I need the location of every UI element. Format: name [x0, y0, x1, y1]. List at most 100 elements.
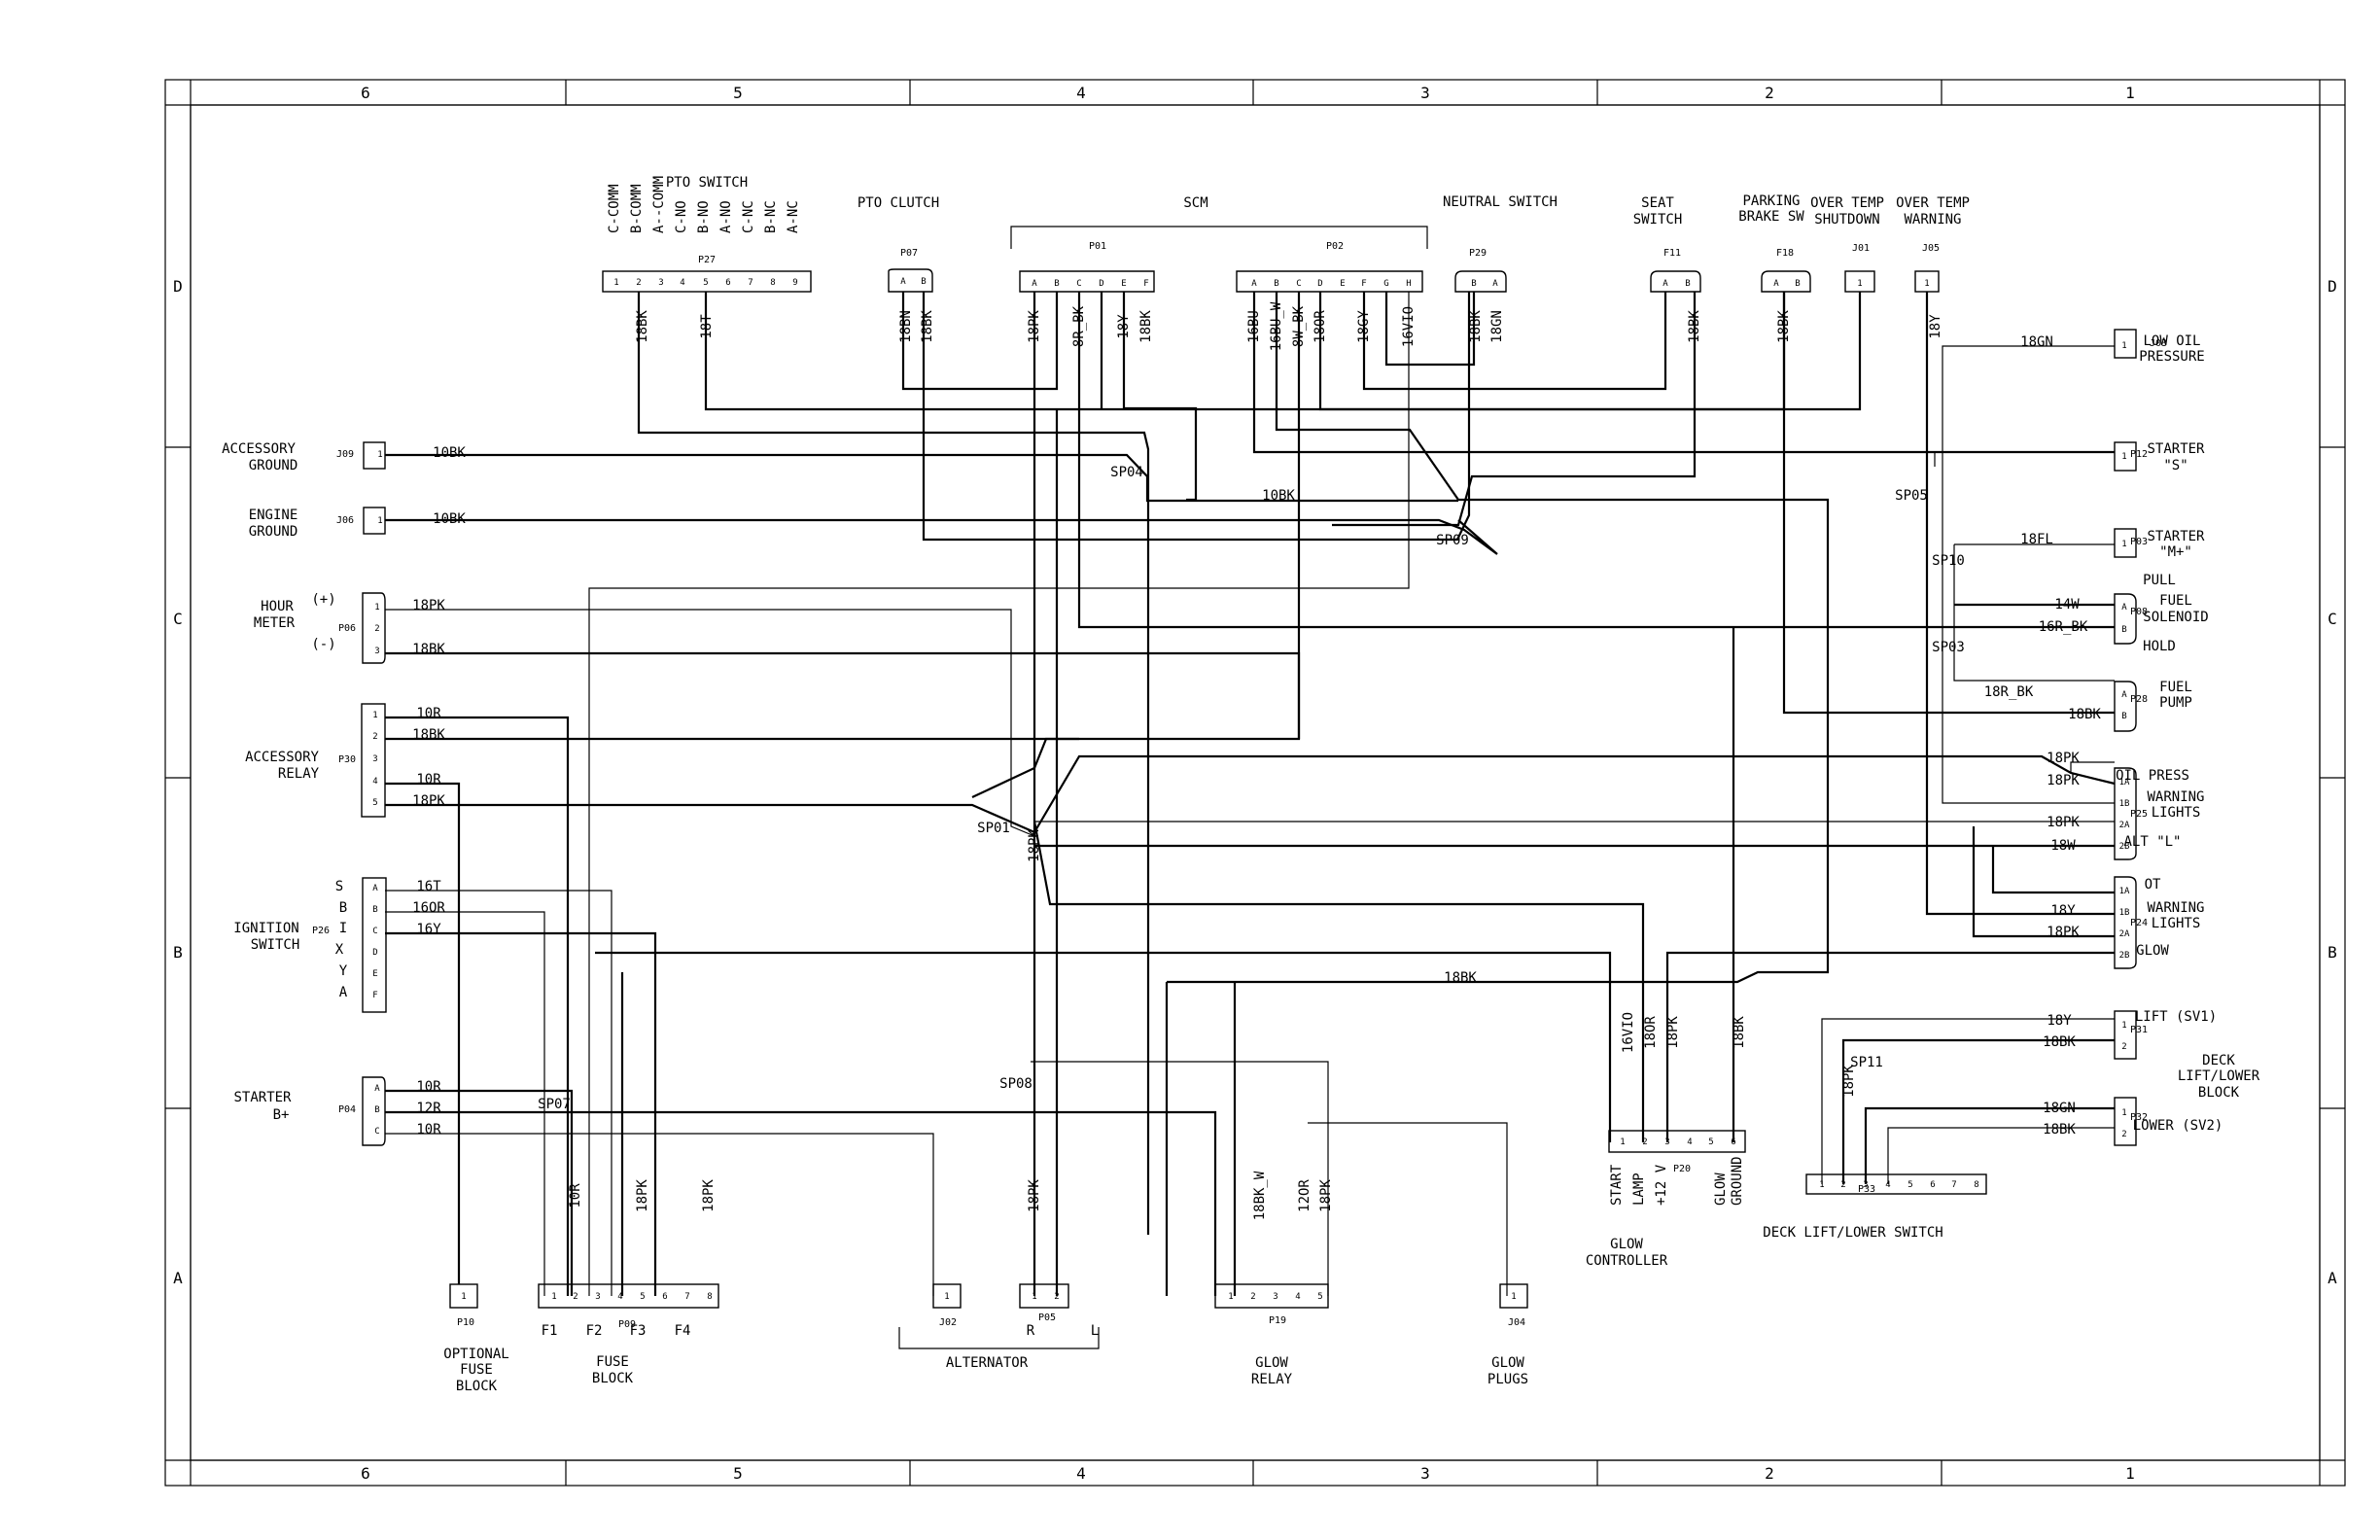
component-label: OT	[2145, 877, 2161, 892]
component-label: (+)	[311, 592, 335, 608]
component-label: GLOW	[2136, 943, 2169, 959]
svg-text:B: B	[372, 905, 377, 915]
component-label: B	[339, 900, 347, 916]
vertical-label: +12 V	[1654, 1164, 1669, 1206]
wire-label: 18BK	[1138, 310, 1154, 343]
svg-text:5: 5	[1317, 1292, 1322, 1302]
svg-text:7: 7	[1951, 1180, 1956, 1190]
svg-text:A: A	[1773, 279, 1779, 289]
wire-label: 18BK	[1444, 970, 1477, 986]
wire-label: 18PK	[412, 598, 445, 613]
svg-text:6: 6	[662, 1292, 667, 1302]
wire-label: 18GY	[1356, 310, 1372, 343]
svg-text:B: B	[2121, 712, 2126, 721]
component-label: F4	[675, 1323, 691, 1339]
svg-text:3: 3	[1863, 1180, 1868, 1190]
connector-ref: J05	[1922, 243, 1940, 254]
component-label: PTO CLUTCH	[858, 195, 939, 211]
connector-ref: P28	[2130, 694, 2148, 705]
component-label: PTO SWITCH	[666, 175, 748, 191]
wire-label: 18PK	[701, 1179, 717, 1212]
wire-label: 10R	[416, 1079, 441, 1095]
connector-ref: P29	[1469, 248, 1487, 259]
svg-text:8: 8	[707, 1292, 712, 1302]
svg-text:4: 4	[372, 777, 377, 787]
svg-text:1: 1	[1511, 1292, 1516, 1302]
wire-label: 18FL	[2020, 532, 2053, 547]
connector-ref: P30	[338, 754, 356, 765]
component-label: BLOCK	[592, 1371, 634, 1386]
connector-ref: P12	[2130, 449, 2148, 460]
wire-label: 18Y	[2050, 903, 2076, 919]
component-label: X	[335, 942, 344, 958]
svg-text:E: E	[1121, 279, 1126, 289]
connector-ref: J04	[1508, 1317, 1525, 1328]
svg-text:7: 7	[684, 1292, 689, 1302]
vertical-label: C-NC	[741, 200, 756, 233]
wire-label: 18PK	[412, 793, 445, 809]
svg-text:4: 4	[617, 1292, 622, 1302]
svg-text:B: B	[1685, 279, 1690, 289]
component-label: STARTER	[2147, 529, 2205, 544]
svg-text:1A: 1A	[2119, 778, 2130, 788]
vertical-label: GLOW	[1713, 1172, 1729, 1206]
vertical-label: A--COMM	[651, 176, 667, 233]
zone-marker-right: A	[2328, 1269, 2337, 1287]
component-label: BRAKE SW	[1738, 209, 1804, 225]
svg-text:5: 5	[372, 798, 377, 808]
svg-text:4: 4	[680, 278, 684, 288]
svg-text:1: 1	[1857, 279, 1862, 289]
component-label: GROUND	[249, 458, 298, 473]
zone-marker-top: 2	[1765, 84, 1774, 102]
component-label: FUSE	[460, 1362, 493, 1378]
component-label: FUEL	[2159, 593, 2192, 609]
wire-label: 18T	[699, 314, 715, 339]
drawing-frame	[164, 79, 2346, 1487]
wire-label: 18BK_W	[1252, 1171, 1268, 1220]
component-label: OVER TEMP	[1810, 195, 1884, 211]
splice-label: SP01	[977, 821, 1010, 836]
component-label: I	[339, 921, 347, 936]
component-label: FUSE	[596, 1354, 629, 1370]
component-label: METER	[254, 615, 296, 631]
wire-label: 18BK	[1732, 1016, 1747, 1049]
vertical-label: A-NO	[718, 200, 734, 233]
component-label: BLOCK	[2198, 1085, 2240, 1101]
svg-text:4: 4	[1885, 1180, 1890, 1190]
svg-text:A: A	[1251, 279, 1257, 289]
connector-ref: P19	[1269, 1315, 1286, 1326]
svg-text:1: 1	[1032, 1292, 1036, 1302]
svg-text:2: 2	[2121, 1042, 2126, 1052]
component-label: LIGHTS	[2152, 805, 2201, 821]
vertical-label: C-NO	[674, 200, 689, 233]
pin-numbers: 1 2 3 4 5 6 7 8 9 A B A B C D E F A B C …	[372, 277, 2130, 1302]
wire-label: 18Y	[1928, 314, 1943, 339]
vertical-label: B-NO	[696, 200, 712, 233]
splice-label: SP03	[1932, 640, 1965, 655]
svg-text:3: 3	[595, 1292, 600, 1302]
svg-text:C: C	[1076, 279, 1081, 289]
svg-text:5: 5	[703, 278, 708, 288]
component-label: PRESSURE	[2139, 349, 2204, 365]
wire-label: 10BK	[433, 445, 466, 461]
wire-label: 18BK	[635, 310, 650, 343]
zone-marker-bottom: 6	[361, 1464, 370, 1483]
component-label: SEAT	[1641, 195, 1674, 211]
wire-label: 18BK	[1776, 310, 1792, 343]
wire-label: 18BK	[412, 642, 445, 657]
connector-ref: P32	[2130, 1112, 2148, 1123]
connector-ref: F18	[1776, 248, 1794, 259]
wire-label: 18BK	[1687, 310, 1702, 343]
connector-ref: J06	[336, 515, 354, 526]
svg-text:1: 1	[2121, 341, 2126, 351]
svg-text:1: 1	[2121, 452, 2126, 462]
wire-label: 18PK	[1027, 829, 1042, 862]
component-label: WARNING	[1904, 212, 1961, 228]
vertical-label: GROUND	[1730, 1156, 1745, 1206]
vertical-label: LAMP	[1631, 1172, 1647, 1206]
component-label: SOLENOID	[2143, 610, 2208, 625]
svg-text:2: 2	[1840, 1180, 1845, 1190]
svg-text:1: 1	[1228, 1292, 1233, 1302]
